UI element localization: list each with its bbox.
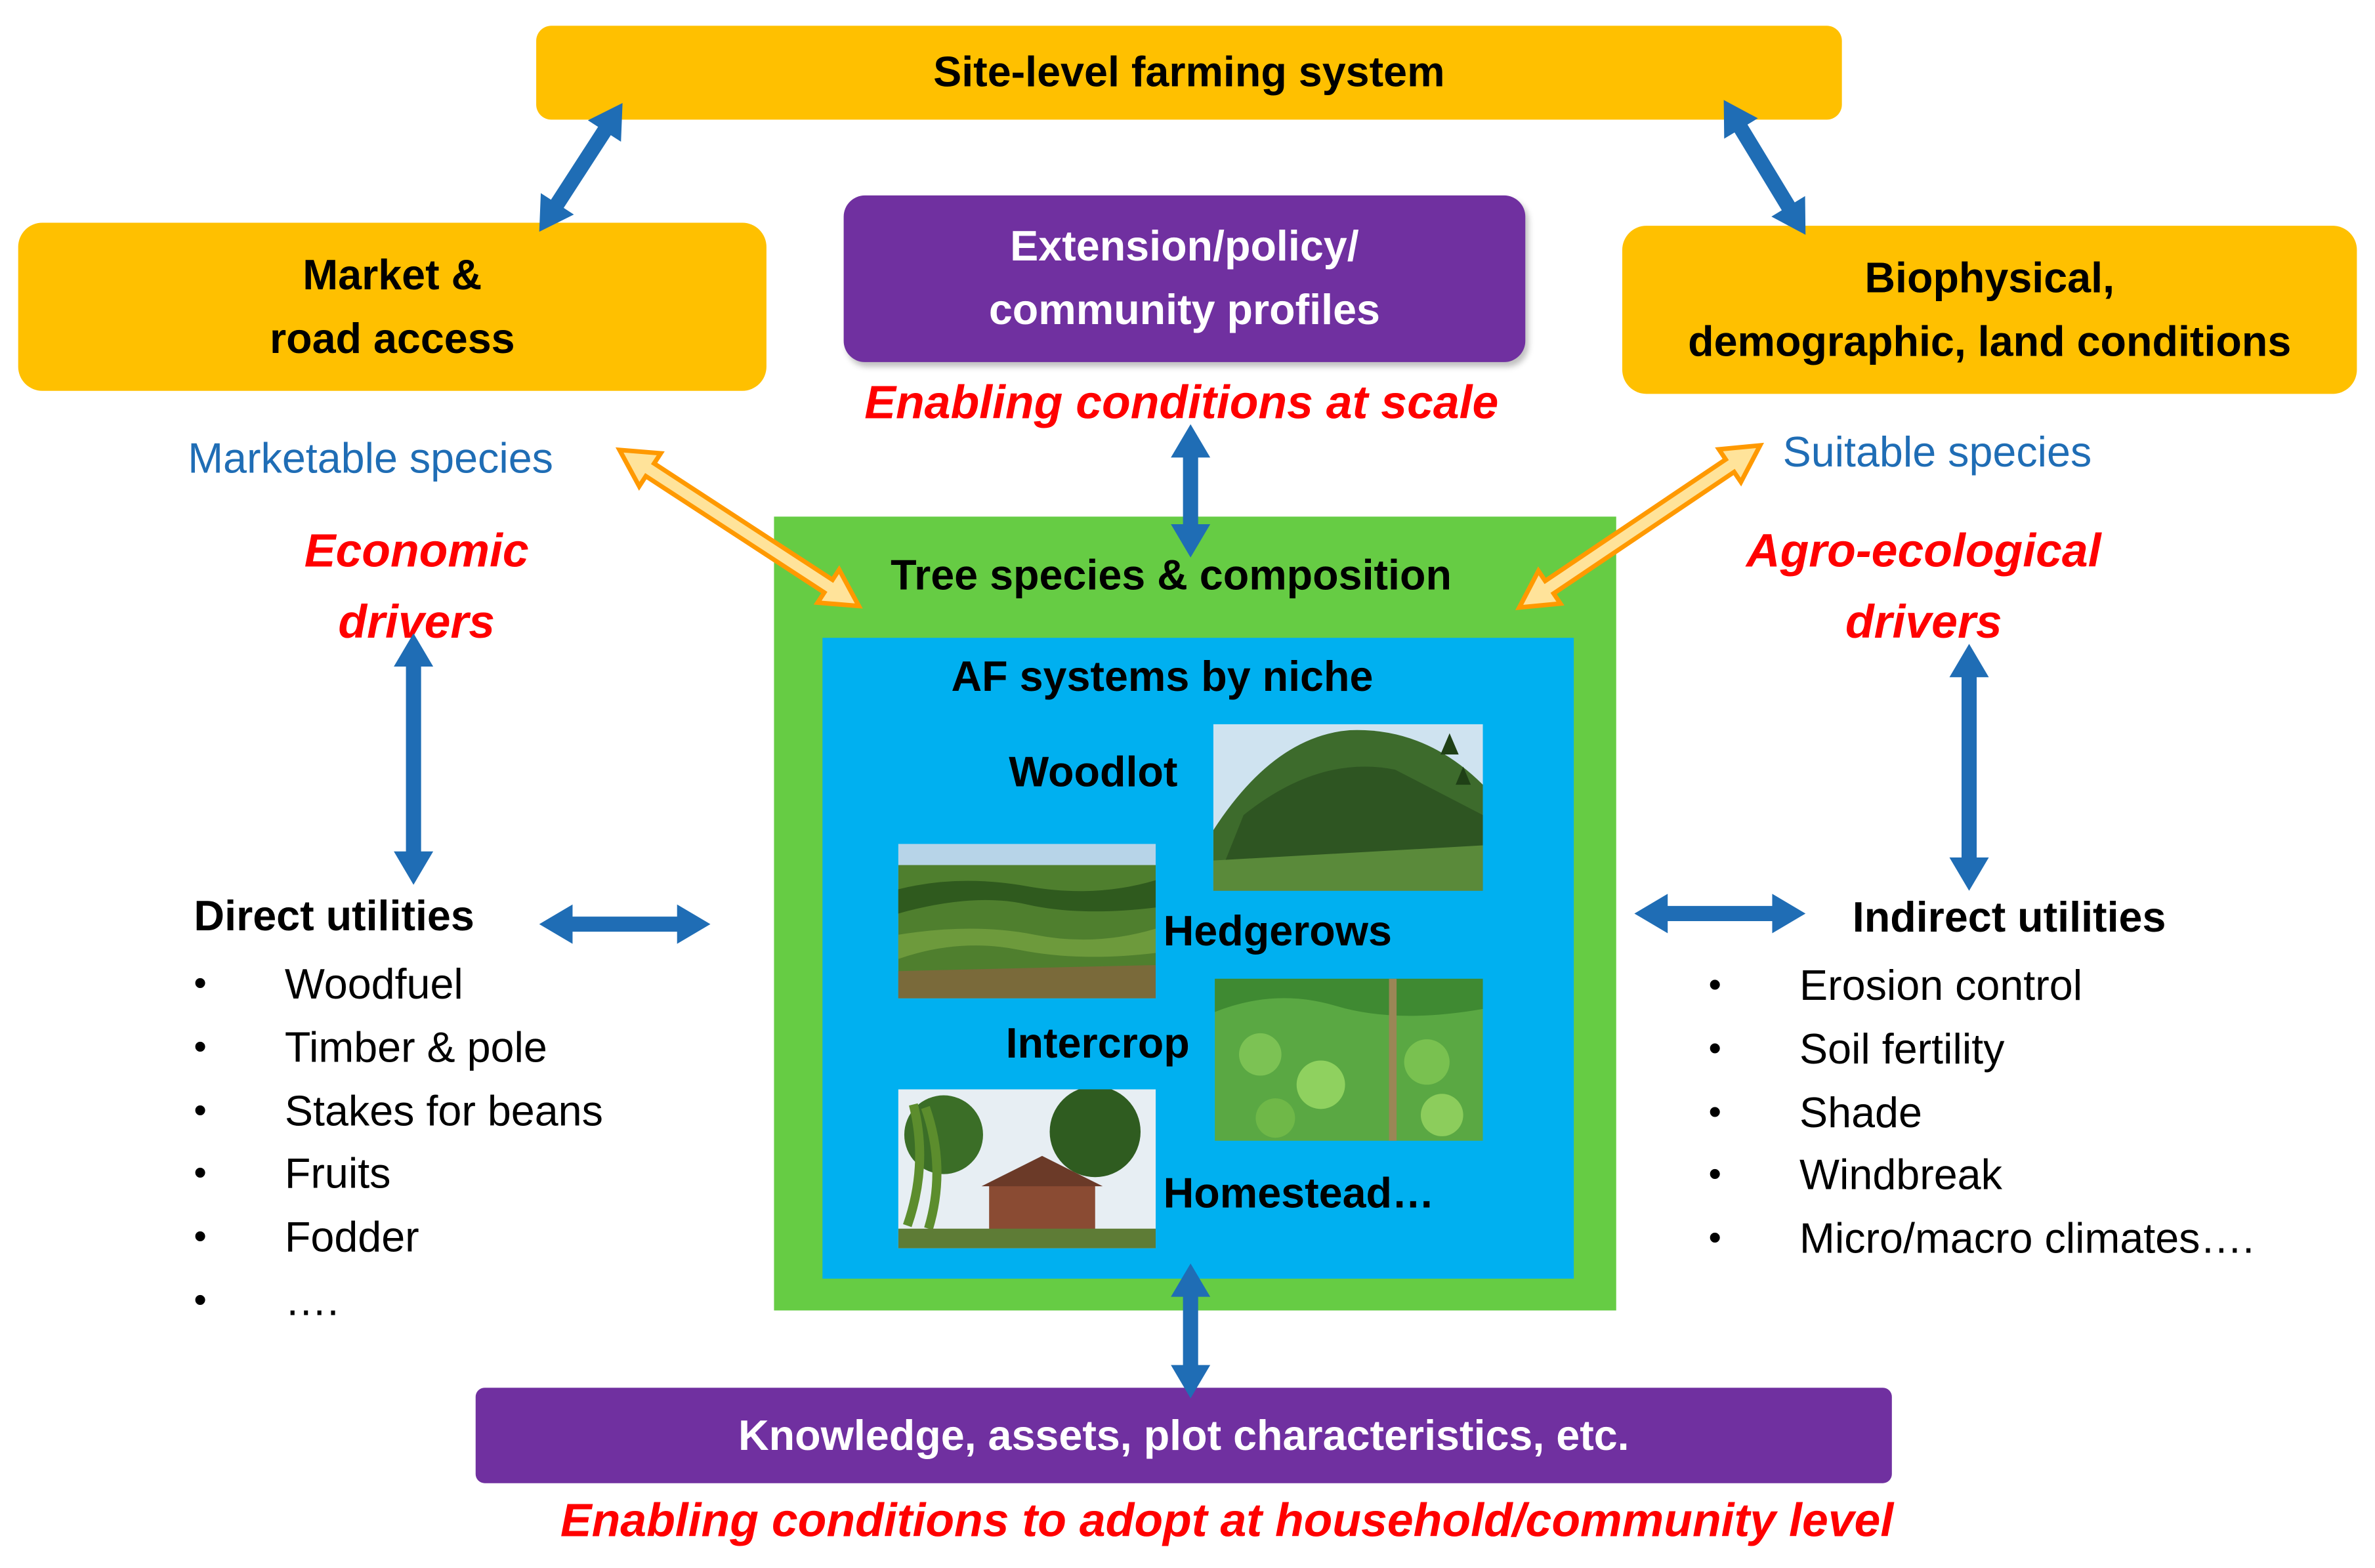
list-item: Soil fertility bbox=[1709, 1018, 2255, 1081]
economic-line-1: Economic bbox=[304, 524, 529, 577]
indirect-utilities-title: Indirect utilities bbox=[1852, 894, 2166, 941]
niche-intercrop: Intercrop bbox=[1005, 1020, 1190, 1067]
agro-line-2: drivers bbox=[1845, 595, 2002, 649]
marketable-species-label: Marketable species bbox=[188, 434, 553, 482]
agro-ecological-drivers-label: Agro-ecological drivers bbox=[1712, 515, 2135, 657]
market-line-1: Market & bbox=[303, 251, 482, 298]
extension-line-1: Extension/policy/ bbox=[1010, 222, 1359, 270]
market-road-access-box: Market & road access bbox=[18, 222, 767, 391]
niche-homestead: Homestead… bbox=[1163, 1169, 1435, 1217]
direct-utilities-title: Direct utilities bbox=[194, 892, 474, 939]
list-item: Timber & pole bbox=[194, 1016, 602, 1080]
tree-species-title: Tree species & composition bbox=[891, 551, 1452, 599]
knowledge-label: Knowledge, assets, plot characteristics,… bbox=[738, 1411, 1629, 1458]
agro-line-1: Agro-ecological bbox=[1746, 524, 2101, 577]
homestead-photo bbox=[898, 1089, 1156, 1248]
enabling-conditions-household: Enabling conditions to adopt at househol… bbox=[560, 1493, 1894, 1547]
direct-utilities-list: Woodfuel Timber & pole Stakes for beans … bbox=[194, 953, 602, 1332]
list-item: Fodder bbox=[194, 1207, 602, 1270]
niche-woodlot: Woodlot bbox=[1009, 748, 1178, 796]
site-level-label: Site-level farming system bbox=[933, 48, 1445, 96]
list-item: Micro/macro climates…. bbox=[1709, 1208, 2255, 1271]
economic-drivers-label: Economic drivers bbox=[257, 515, 576, 657]
list-item: Stakes for beans bbox=[194, 1080, 602, 1144]
biophysical-box: Biophysical, demographic, land condition… bbox=[1622, 226, 2357, 394]
list-item: Erosion control bbox=[1709, 955, 2255, 1018]
intercrop-photo bbox=[1215, 978, 1483, 1141]
list-item: …. bbox=[194, 1269, 602, 1333]
niche-hedgerows: Hedgerows bbox=[1163, 907, 1392, 955]
indirect-utilities-list: Erosion control Soil fertility Shade Win… bbox=[1709, 955, 2255, 1271]
woodlot-photo bbox=[1213, 724, 1483, 891]
list-item: Shade bbox=[1709, 1081, 2255, 1145]
biophysical-line-1: Biophysical, bbox=[1864, 253, 2115, 301]
list-item: Fruits bbox=[194, 1143, 602, 1207]
knowledge-assets-box: Knowledge, assets, plot characteristics,… bbox=[475, 1388, 1892, 1483]
site-level-farming-box: Site-level farming system bbox=[536, 26, 1842, 120]
economic-line-2: drivers bbox=[338, 595, 495, 649]
list-item: Windbreak bbox=[1709, 1144, 2255, 1208]
biophysical-line-2: demographic, land conditions bbox=[1688, 317, 2292, 365]
market-line-2: road access bbox=[269, 314, 515, 361]
hedgerows-photo bbox=[898, 844, 1156, 999]
extension-line-2: community profiles bbox=[988, 286, 1380, 334]
suitable-species-label: Suitable species bbox=[1782, 428, 2092, 476]
af-systems-title: AF systems by niche bbox=[951, 653, 1374, 700]
extension-policy-box: Extension/policy/ community profiles bbox=[843, 195, 1526, 362]
enabling-conditions-scale: Enabling conditions at scale bbox=[864, 375, 1499, 429]
list-item: Woodfuel bbox=[194, 953, 602, 1016]
